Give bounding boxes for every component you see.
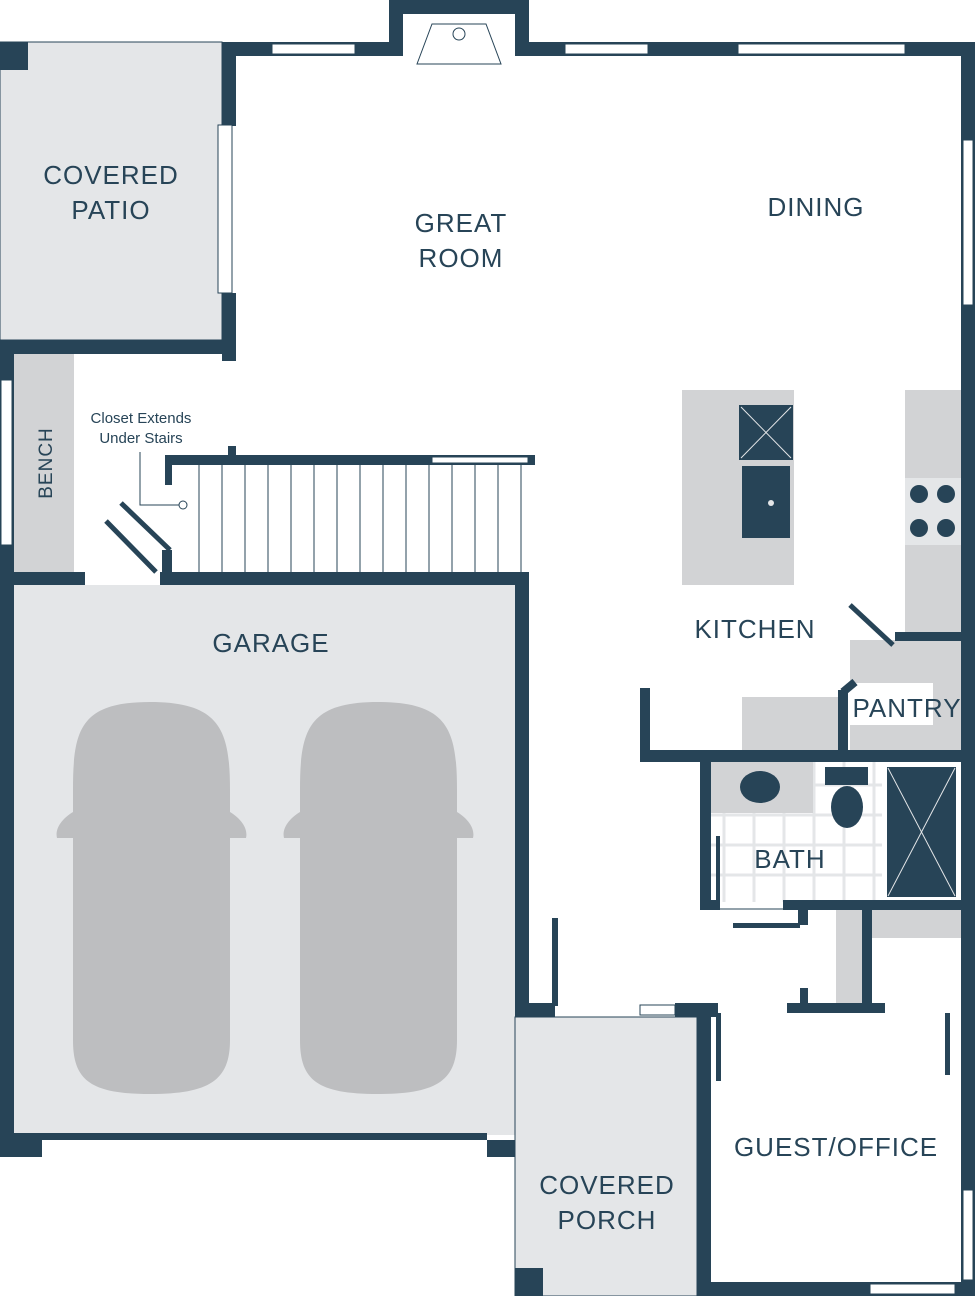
- toilet-bowl: [831, 786, 863, 828]
- window: [962, 139, 974, 306]
- closet-note: Closet Extends: [91, 410, 192, 427]
- garage-label: GARAGE: [212, 628, 329, 658]
- bath-label: BATH: [754, 844, 825, 874]
- bath: [640, 750, 961, 928]
- pantry: [838, 603, 961, 750]
- exterior-walls: [0, 42, 975, 1296]
- fireplace: [389, 0, 529, 66]
- window: [271, 43, 356, 55]
- covered-porch-label: PORCH: [558, 1205, 657, 1235]
- closet-doors: [104, 501, 172, 574]
- pantry-label: PANTRY: [852, 693, 961, 723]
- covered-porch-label: COVERED: [539, 1170, 675, 1200]
- bench: [14, 354, 74, 572]
- covered-patio: [0, 41, 223, 341]
- dining-label: DINING: [768, 192, 865, 222]
- window: [962, 1189, 974, 1281]
- guest-office-walls: [697, 908, 975, 1296]
- covered-patio-label: PATIO: [71, 195, 150, 225]
- kitchen-label: KITCHEN: [694, 614, 815, 644]
- bench-label: BENCH: [36, 427, 57, 499]
- kitchen: [640, 390, 961, 762]
- bath-sink: [740, 771, 780, 803]
- guest-office-label: GUEST/OFFICE: [734, 1132, 938, 1162]
- car: [283, 702, 474, 1094]
- toilet-tank: [825, 767, 868, 785]
- covered-porch: [514, 918, 718, 1296]
- covered-patio-label: COVERED: [43, 160, 179, 190]
- window: [0, 379, 13, 546]
- patio-door: [217, 124, 233, 294]
- sink: [742, 466, 790, 538]
- window: [737, 43, 906, 55]
- stairs: [139, 446, 535, 575]
- closet-note: Under Stairs: [99, 430, 182, 447]
- garage: [0, 572, 529, 1157]
- car: [56, 702, 247, 1094]
- great-room-label: GREAT: [415, 208, 508, 238]
- window: [564, 43, 649, 55]
- great-room-label: ROOM: [419, 243, 504, 273]
